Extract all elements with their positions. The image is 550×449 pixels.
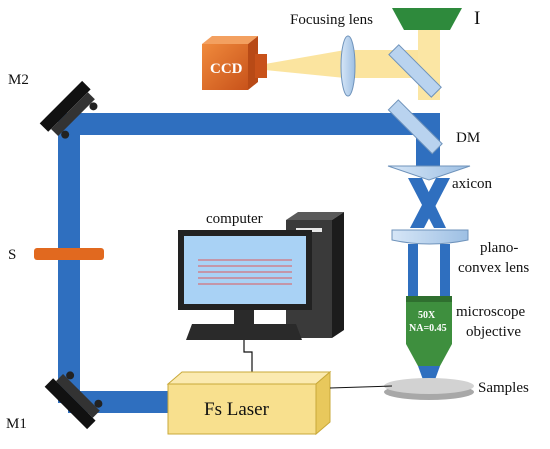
element-s-label: S (8, 247, 16, 263)
laser-top-face (166, 371, 332, 385)
beam-after-planoconvex-left (408, 244, 418, 300)
sample-disk-top (384, 378, 474, 394)
samples-label: Samples (478, 380, 529, 396)
plano-convex-label-1: plano- (480, 240, 518, 256)
ccd-top-face (202, 36, 258, 44)
plano-convex-lens: plano- convex lens (391, 229, 529, 276)
m1-mount (55, 374, 100, 418)
focusing-lens: Focusing lens (290, 12, 373, 97)
element-s: S (8, 247, 104, 263)
axicon-label: axicon (452, 176, 492, 192)
computer-tower-side (332, 212, 344, 338)
objective-na: NA=0.45 (409, 323, 447, 334)
computer-tower-top (286, 212, 344, 220)
image-plane: I (392, 8, 480, 30)
beam-focus (418, 366, 440, 388)
m1-screw-a (66, 371, 75, 380)
samples-stage: Samples (384, 378, 529, 400)
plano-convex-label-2: convex lens (458, 260, 529, 276)
monitor-stand (234, 310, 254, 324)
objective-label-2: objective (466, 324, 521, 340)
objective-top-ring (406, 296, 452, 302)
focusing-lens-label: Focusing lens (290, 12, 373, 28)
dichroic-mirror: DM (387, 99, 480, 155)
laser-sample-line (329, 385, 393, 389)
mirror-m2: M2 (8, 72, 98, 139)
axicon-shape (387, 165, 471, 181)
m2-plate (39, 80, 91, 132)
objective-body (406, 300, 452, 366)
dm-shape (387, 99, 443, 155)
computer: computer (178, 211, 344, 372)
fs-laser-label: Fs Laser (204, 399, 270, 420)
element-s-shape (34, 248, 104, 260)
focusing-lens-shape (340, 35, 356, 97)
keyboard (186, 324, 302, 340)
axicon: axicon (387, 165, 492, 192)
beam-top-segment (68, 113, 436, 135)
mirror-m1-label: M1 (6, 416, 27, 432)
image-plane-shape (392, 8, 462, 30)
ccd-camera: CCD (202, 36, 267, 90)
computer-laser-cable (243, 340, 253, 372)
ccd-label: CCD (210, 61, 243, 77)
objective-mag: 50X (418, 310, 436, 321)
computer-label: computer (206, 211, 263, 227)
ccd-lens-mount (255, 54, 267, 78)
monitor-screen (184, 236, 306, 304)
m2-screw-a (61, 130, 70, 139)
m1-plate (44, 378, 96, 430)
m2-screw-b (89, 102, 98, 111)
fs-laser: Fs Laser (166, 370, 332, 436)
laser-beam-path (58, 113, 450, 413)
beam-after-planoconvex-right (440, 244, 450, 300)
dm-label: DM (456, 130, 480, 146)
beam-splitter-upper (388, 44, 442, 98)
m1-screw-b (94, 399, 103, 408)
laser-front-face (167, 383, 317, 435)
bessel-beam-right (410, 178, 450, 228)
ccd-front-face (202, 44, 248, 90)
mirror-m1: M1 (6, 371, 103, 432)
objective-label-1: microscope (456, 304, 525, 320)
microscope-objective: 50X NA=0.45 microscope objective (406, 296, 525, 366)
m2-mount (51, 92, 95, 137)
mirror-m2-label: M2 (8, 72, 29, 88)
plano-convex-shape (391, 229, 469, 245)
monitor-text-lines (198, 259, 292, 285)
image-plane-label: I (474, 8, 480, 29)
